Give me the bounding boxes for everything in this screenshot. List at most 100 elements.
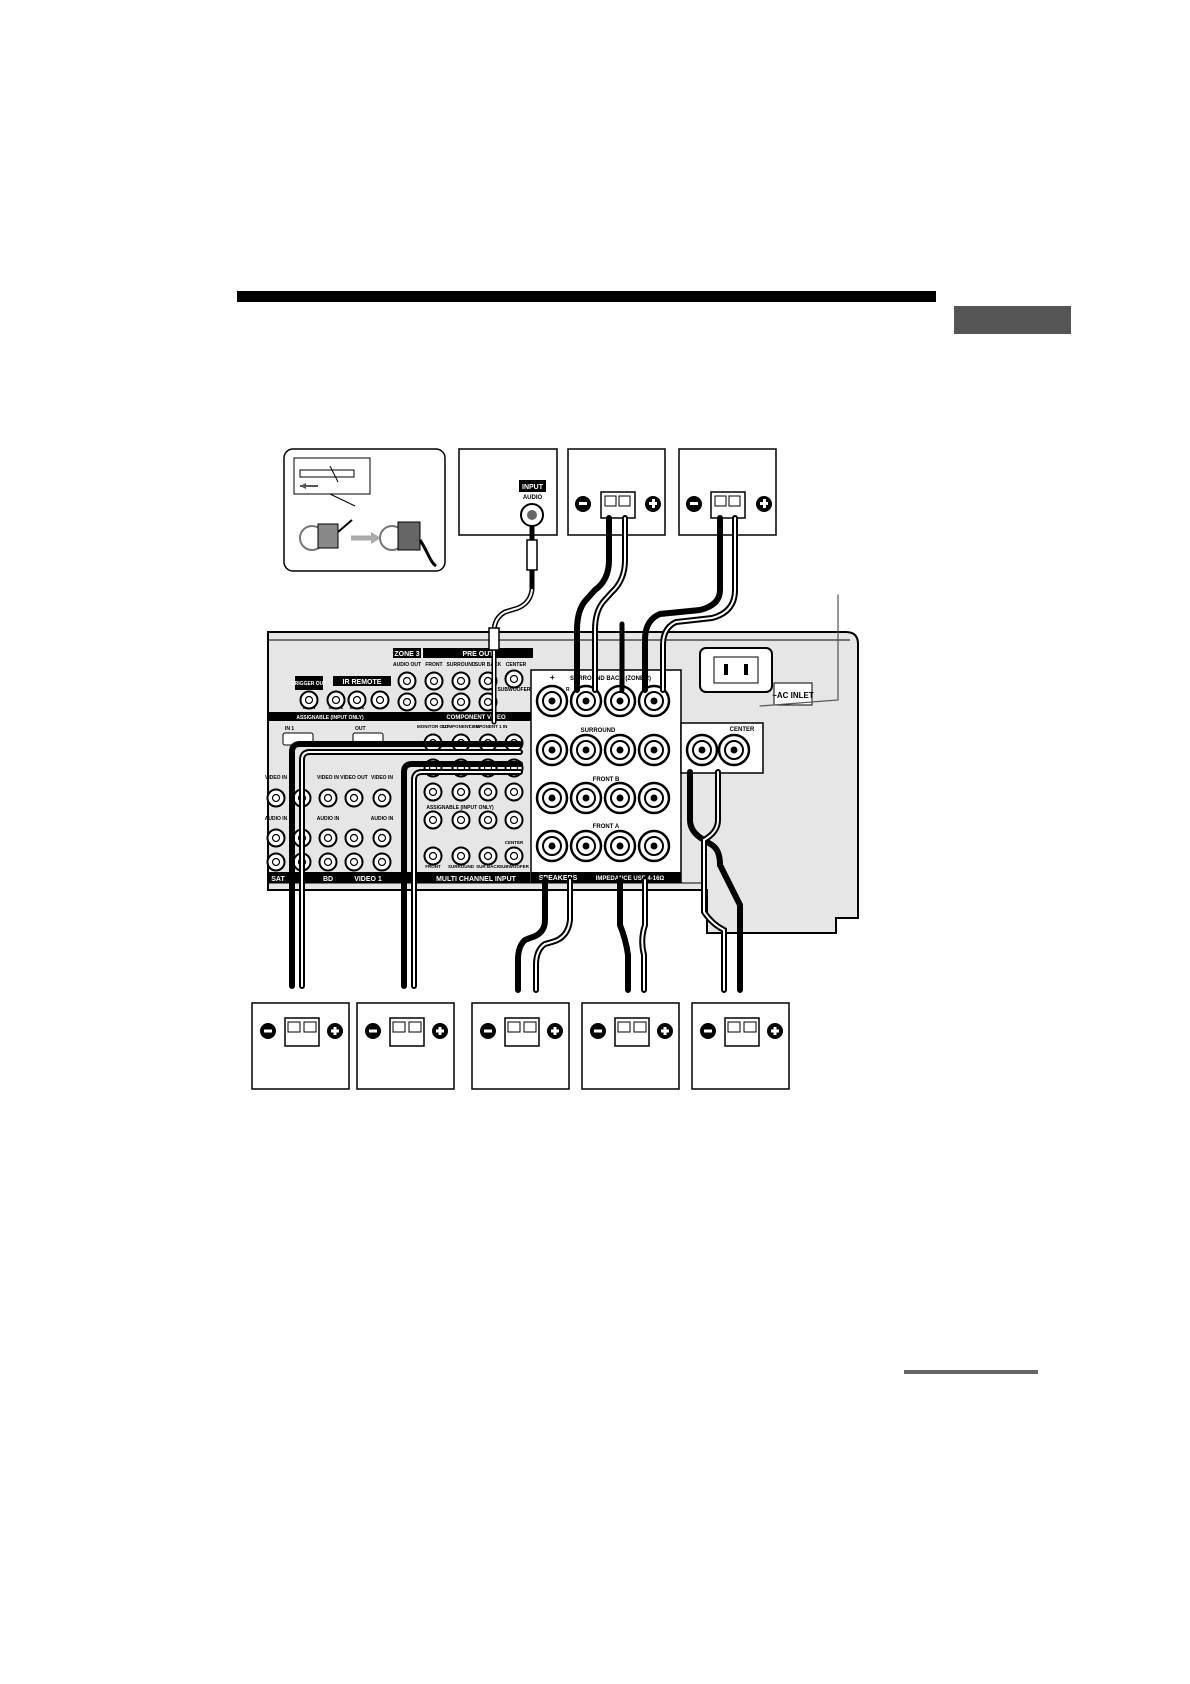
- rca-jack-center: [509, 851, 519, 861]
- rca-jack-center: [483, 787, 493, 797]
- plus-terminal-glyph: [333, 1027, 337, 1035]
- speaker-terminal-clip: [523, 1021, 537, 1033]
- rca-jack-center: [349, 793, 359, 803]
- speaker-box-4: [581, 1002, 680, 1090]
- monitor-out-label: MONITOR OUT: [417, 724, 449, 729]
- rca-jack-center: [428, 851, 438, 861]
- rca-jack-center: [509, 674, 519, 684]
- pre-subwoofer-label: SUBWOOFER: [497, 687, 530, 693]
- pre-center-label: CENTER: [506, 662, 527, 668]
- rca-jack-center: [428, 787, 438, 797]
- speaker-terminal-post-hole: [548, 794, 556, 802]
- speaker-terminal-clip: [727, 1021, 741, 1033]
- rca-jack-center: [402, 676, 412, 686]
- minus-terminal-glyph: [594, 1029, 602, 1033]
- rca-jack-center: [304, 695, 314, 705]
- rca-jack-center: [375, 695, 385, 705]
- plus-terminal-glyph: [773, 1027, 777, 1035]
- rca-jack-center: [352, 695, 362, 705]
- zone3-label: ZONE 3: [394, 651, 419, 658]
- speaker-terminal-post-hole: [582, 794, 590, 802]
- impedance-label: IMPEDANCE USE 4-16Ω: [596, 876, 665, 882]
- speaker-terminal-post-hole: [616, 697, 624, 705]
- sat-video-in-label: VIDEO IN: [265, 775, 287, 781]
- minus-terminal-glyph: [484, 1029, 492, 1033]
- surround-back-zone2-label: SURROUND BACK (ZONE 2): [570, 676, 651, 682]
- section-tab: [954, 306, 1071, 334]
- ir-remote-label: IR REMOTE: [343, 679, 382, 686]
- speaker-terminal-post-hole: [582, 746, 590, 754]
- rca-jack-center: [483, 815, 493, 825]
- speaker-terminal-post-hole: [548, 746, 556, 754]
- front-b-label: FRONT B: [593, 777, 620, 783]
- rca-jack-center: [429, 697, 439, 707]
- speaker-terminal-post-hole: [616, 842, 624, 850]
- rca-jack-center: [271, 857, 281, 867]
- rca-jack-center: [349, 857, 359, 867]
- audio-label: AUDIO: [523, 495, 543, 501]
- speaker-terminal-clip: [287, 1021, 301, 1033]
- rca-jack-center: [456, 787, 466, 797]
- rca-jack-center: [323, 833, 333, 843]
- minus-terminal-glyph: [369, 1029, 377, 1033]
- hdmi-in1-label: IN 1: [285, 726, 294, 732]
- plus-terminal-glyph: [553, 1027, 557, 1035]
- plus-terminal-glyph: [663, 1027, 667, 1035]
- speaker-terminal-clip: [392, 1021, 406, 1033]
- video1-video-out-label: VIDEO OUT: [340, 775, 368, 781]
- speaker-terminal-clip: [743, 1021, 757, 1033]
- rca-jack-center: [456, 676, 466, 686]
- rca-jack-center: [428, 815, 438, 825]
- wire-stripping-inset: [283, 448, 446, 572]
- multi-channel-input-label: MULTI CHANNEL INPUT: [436, 876, 517, 883]
- pre-front-label: FRONT: [425, 662, 442, 668]
- mci-front-label: FRONT: [425, 864, 441, 869]
- speaker-terminal-post-hole: [730, 746, 738, 754]
- comp1-in-label: COMPONENT 1 IN: [469, 724, 508, 729]
- pre-surround-label: SURROUND: [447, 662, 476, 668]
- speakers-label: SPEAKERS: [539, 875, 578, 882]
- rca-jack-center: [377, 793, 387, 803]
- zone3-audio-out-label: AUDIO OUT: [393, 662, 421, 668]
- speaker-terminal-clip: [408, 1021, 422, 1033]
- rca-jack-center: [323, 793, 333, 803]
- speaker-terminal-post-hole: [616, 794, 624, 802]
- rca-jack-center: [483, 697, 493, 707]
- trigger-out-label: TRIGGER OUT: [292, 681, 327, 687]
- rca-jack-center: [349, 833, 359, 843]
- center-terminal-label: CENTER: [730, 727, 755, 733]
- subwoofer-input-box: INPUT AUDIO: [458, 448, 558, 536]
- bd-label: BD: [323, 876, 333, 883]
- rca-jack-center: [509, 815, 519, 825]
- hdmi-out-label: OUT: [355, 726, 366, 732]
- speaker-terminal-post-hole: [650, 842, 658, 850]
- component-assignable-label: ASSIGNABLE (INPUT ONLY): [426, 805, 494, 811]
- mci-sur-back-label: SUR BACK: [476, 864, 501, 869]
- speaker-terminal-post-hole: [650, 746, 658, 754]
- bottom-speaker-row: [251, 1002, 790, 1090]
- speaker-terminal-clip: [507, 1021, 521, 1033]
- video1-video-in-label: VIDEO IN: [371, 775, 393, 781]
- rca-jack-center: [509, 787, 519, 797]
- speaker-terminal-post-hole: [548, 697, 556, 705]
- plus-terminal-glyph: [438, 1027, 442, 1035]
- rca-jack-center: [331, 695, 341, 705]
- comp2-in-label: COMPONENT 2 IN: [442, 724, 481, 729]
- video1-label: VIDEO 1: [354, 876, 382, 883]
- input-label: INPUT: [522, 484, 544, 491]
- speaker-terminal-posts: [535, 684, 751, 863]
- mci-center-label: CENTER: [505, 840, 524, 845]
- rca-jack-center: [456, 697, 466, 707]
- rca-jack-center: [483, 851, 493, 861]
- rca-jack-center: [377, 833, 387, 843]
- speaker-terminal-post-hole: [616, 746, 624, 754]
- speaker-box-2: [356, 1002, 455, 1090]
- sb-r-plus: +: [550, 673, 555, 682]
- rca-jack-center: [402, 697, 412, 707]
- footer-continue-rule: [904, 1370, 1038, 1374]
- sat-audio-in-label: AUDIO IN: [265, 816, 288, 822]
- ac-inlet-label: ~AC INLET: [772, 691, 814, 700]
- rca-jack-center: [271, 793, 281, 803]
- speaker-cables: [289, 515, 839, 993]
